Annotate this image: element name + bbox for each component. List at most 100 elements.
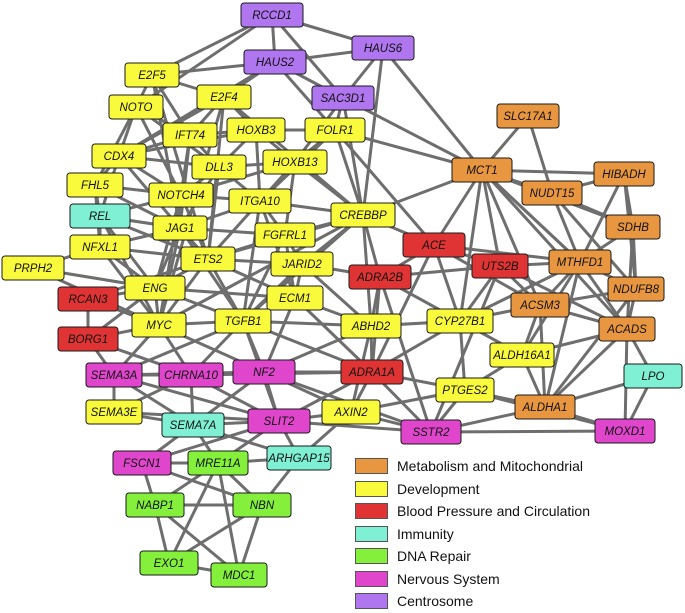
gene-node-notch4: NOTCH4: [148, 182, 214, 208]
gene-node-folr1: FOLR1: [304, 117, 366, 143]
gene-label: DLL3: [205, 162, 233, 174]
gene-box-axin2: [321, 399, 381, 425]
gene-label: MYC: [146, 320, 172, 332]
gene-label: ADRA1A: [348, 367, 395, 379]
gene-box-mct1: [451, 157, 513, 183]
gene-node-tgfb1: TGFB1: [214, 308, 272, 334]
gene-node-ecm1: ECM1: [266, 285, 324, 311]
gene-box-eng: [124, 275, 186, 301]
gene-box-acads: [598, 316, 656, 342]
gene-box-abhd2: [340, 313, 402, 339]
gene-box-notch4: [148, 182, 214, 208]
gene-node-arhgap15: ARHGAP15: [266, 445, 332, 471]
legend-swatch-centrosome: [355, 593, 388, 610]
gene-node-sema3e: SEMA3E: [85, 399, 143, 425]
gene-box-nfxl1: [69, 234, 131, 260]
gene-box-exo1: [139, 550, 199, 576]
gene-label: UTS2B: [481, 261, 518, 273]
gene-node-fscn1: FSCN1: [112, 450, 172, 476]
gene-label: CREBBP: [339, 210, 387, 222]
gene-box-noto: [108, 94, 164, 120]
gene-label: PTGES2: [442, 385, 488, 397]
gene-box-fgfrl1: [254, 222, 316, 248]
gene-box-itga10: [228, 188, 292, 214]
gene-label: EXO1: [154, 558, 185, 570]
gene-node-crebbp: CREBBP: [330, 202, 396, 228]
gene-node-ets2: ETS2: [180, 246, 236, 272]
gene-node-nudt15: NUDT15: [521, 180, 583, 206]
gene-box-acsm3: [510, 292, 570, 318]
gene-node-ift74: IFT74: [162, 122, 218, 148]
gene-node-axin2: AXIN2: [321, 399, 381, 425]
gene-box-hoxb13: [262, 149, 328, 175]
gene-box-aldh16a1: [489, 342, 555, 368]
gene-label: JARID2: [281, 259, 322, 271]
edge-slc17a1-nudt15: [526, 114, 554, 195]
gene-node-itga10: ITGA10: [228, 188, 292, 214]
gene-label: SEMA7A: [170, 420, 217, 432]
gene-box-cyp27b1: [426, 308, 494, 334]
edge-nudt15-ndufb8: [550, 191, 638, 291]
gene-node-jag1: JAG1: [152, 215, 208, 241]
gene-node-abhd2: ABHD2: [340, 313, 402, 339]
gene-box-e2f4: [196, 84, 252, 110]
gene-label: ALDHA1: [522, 402, 568, 414]
gene-node-rcan3: RCAN3: [57, 286, 119, 312]
gene-node-ace: ACE: [402, 232, 466, 258]
gene-box-ift74: [162, 122, 218, 148]
legend-item-dna: DNA Repair: [355, 545, 675, 568]
gene-box-prph2: [1, 255, 65, 281]
gene-box-mdc1: [210, 562, 268, 588]
gene-label: NDUFB8: [613, 284, 660, 296]
gene-node-e2f4: E2F4: [196, 84, 252, 110]
edge-folr1-ace: [333, 128, 436, 247]
gene-label: RCCD1: [252, 10, 292, 22]
gene-label: CYP27B1: [435, 316, 486, 328]
legend-label: Blood Pressure and Circulation: [397, 503, 590, 520]
edge-sac3d1-crebbp: [341, 96, 365, 217]
edge-sstr2-moxd1: [429, 429, 627, 434]
gene-node-nabp1: NABP1: [125, 492, 185, 518]
gene-label: ACE: [421, 240, 446, 252]
gene-node-acads: ACADS: [598, 316, 656, 342]
legend-label: Centrosome: [397, 593, 474, 610]
legend-item-blood: Blood Pressure and Circulation: [355, 500, 675, 523]
gene-label: ACADS: [606, 324, 647, 336]
gene-box-myc: [131, 312, 187, 338]
gene-node-moxd1: MOXD1: [594, 418, 656, 444]
legend-swatch-nervous: [355, 570, 388, 587]
gene-node-ndufb8: NDUFB8: [607, 276, 665, 302]
gene-node-nbn: NBN: [232, 492, 292, 518]
gene-box-nbn: [232, 492, 292, 518]
edge-uts2b-sstr2: [429, 264, 502, 434]
gene-label: E2F5: [138, 70, 166, 82]
gene-label: MCT1: [466, 165, 497, 177]
legend-item-immunity: Immunity: [355, 523, 675, 546]
gene-node-hoxb3: HOXB3: [226, 117, 286, 143]
gene-label: FSCN1: [123, 458, 161, 470]
gene-node-haus6: HAUS6: [351, 35, 415, 61]
gene-box-slc17a1: [496, 103, 560, 129]
gene-label: ECM1: [279, 293, 311, 305]
gene-label: NOTCH4: [157, 190, 204, 202]
gene-node-prph2: PRPH2: [1, 255, 65, 281]
edge-hibadh-mthfd1: [578, 172, 626, 264]
gene-node-mre11a: MRE11A: [187, 450, 249, 476]
gene-label: NUDT15: [530, 188, 575, 200]
gene-label: ADRA2B: [356, 272, 403, 284]
gene-box-fhl5: [66, 172, 124, 198]
gene-label: JAG1: [165, 223, 195, 235]
gene-label: ABHD2: [351, 321, 391, 333]
gene-node-aldha1: ALDHA1: [514, 394, 576, 420]
gene-box-mthfd1: [548, 249, 612, 275]
edge-fgfrl1-tgfb1: [241, 233, 287, 323]
gene-node-exo1: EXO1: [139, 550, 199, 576]
gene-node-adra2b: ADRA2B: [348, 264, 412, 290]
gene-box-dll3: [191, 154, 247, 180]
gene-node-rccd1: RCCD1: [240, 2, 304, 28]
gene-label: FOLR1: [316, 125, 353, 137]
gene-node-mthfd1: MTHFD1: [548, 249, 612, 275]
edge-haus6-crebbp: [361, 46, 385, 217]
gene-box-lpo: [623, 363, 683, 389]
gene-box-folr1: [304, 117, 366, 143]
